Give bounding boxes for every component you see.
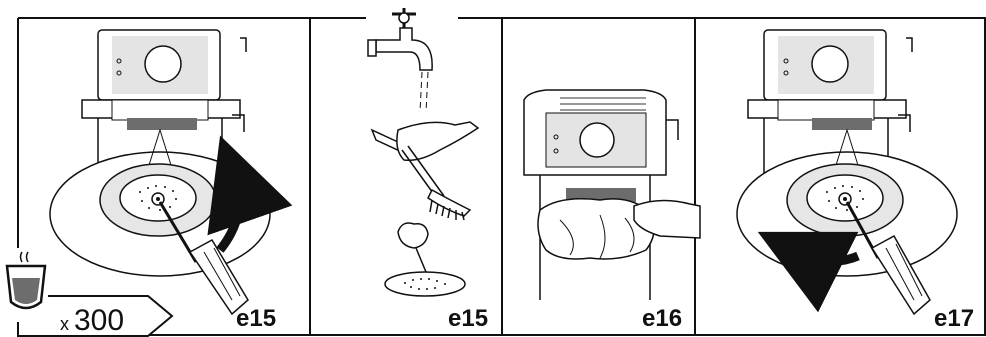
brush-and-hand-illustration bbox=[372, 122, 478, 220]
shower-screen-disc bbox=[385, 272, 465, 296]
pin-and-hand-illustration bbox=[398, 223, 428, 272]
panel-2: e15 bbox=[366, 2, 488, 332]
panel-3: e16 bbox=[524, 90, 700, 332]
step-label-2: e15 bbox=[448, 305, 488, 332]
panel-4: e17 bbox=[737, 30, 974, 332]
counter-prefix: x bbox=[60, 314, 69, 334]
step-label-4: e17 bbox=[934, 305, 974, 332]
cloth-and-hand-illustration bbox=[538, 199, 700, 259]
panel-1: e15 bbox=[50, 30, 276, 332]
counter-value: 300 bbox=[74, 304, 124, 337]
step-label-3: e16 bbox=[642, 305, 682, 332]
coffee-machine-front-illustration bbox=[524, 90, 678, 300]
step-label-1: e15 bbox=[236, 305, 276, 332]
